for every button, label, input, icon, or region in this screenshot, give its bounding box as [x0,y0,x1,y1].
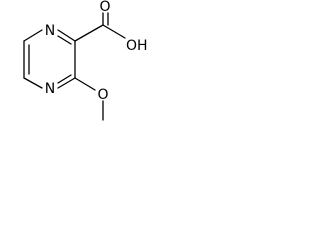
atom-label-methoxy-oxygen: O [97,87,108,103]
ring-bond-c3-n4-double [57,74,72,84]
structure-canvas: N N O OH O [0,0,160,138]
ring-bond-n1-c2 [57,29,76,42]
methoxypyrazine-carboxylic-acid-structure: N N O OH O [23,0,148,121]
atom-label-ring-nitrogen-bottom: N [45,81,55,97]
bond-c2-carboxyl-carbon [74,24,104,42]
atom-label-carbonyl-oxygen: O [99,0,110,15]
atom-label-hydroxyl: OH [126,38,148,54]
bond-carboxyl-hydroxyl [102,24,126,39]
bond-c3-methoxy-oxygen [74,77,96,91]
ring-bond-c6-n1 [23,29,43,42]
ring-bond-c3-n4 [57,77,76,89]
ring-bond-n1-c2-double [57,35,72,45]
ring-bond-n4-c5 [23,77,43,89]
atom-label-ring-nitrogen-top: N [45,23,55,39]
bond-group [23,12,126,121]
